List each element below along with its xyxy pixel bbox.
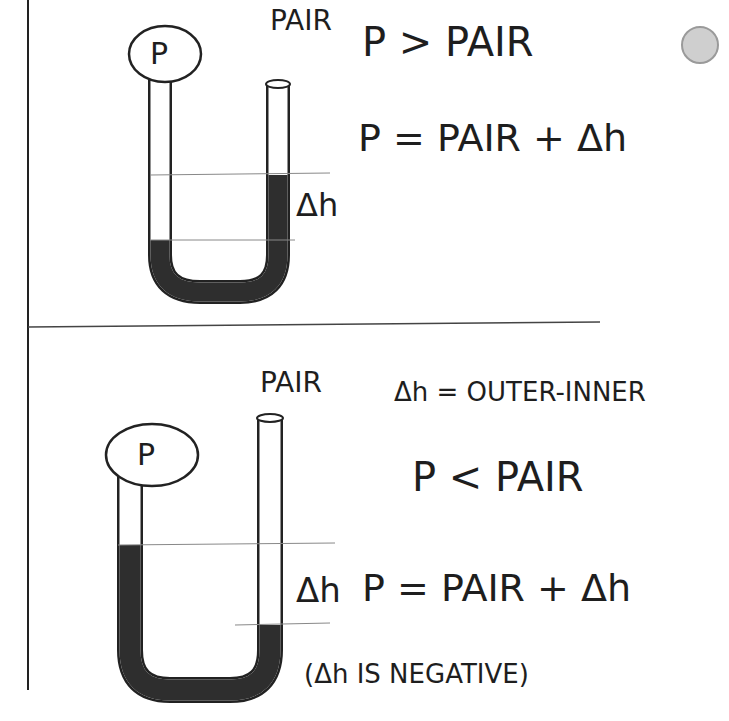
margin-line <box>27 0 29 690</box>
tube-open-end <box>266 80 290 88</box>
tube-inside <box>130 414 270 690</box>
equation-label: Δh <box>296 188 338 223</box>
bulb-ellipse <box>106 424 198 486</box>
tube-wall <box>160 70 278 292</box>
equation-label: PAIR <box>260 368 322 399</box>
equation-label: P > PAIR <box>362 20 534 64</box>
tube-open-end <box>257 414 283 422</box>
pressure-symbol: P <box>137 440 155 470</box>
pressure-bulb: P <box>127 24 203 84</box>
equation-label: P = PAIR + Δh <box>362 568 631 610</box>
pressure-bulb: P <box>104 422 200 488</box>
manometer-fluid <box>160 175 278 292</box>
level-line <box>150 240 295 241</box>
level-line <box>118 543 335 545</box>
gray-dot <box>682 27 718 63</box>
pressure-symbol: P <box>150 39 168 69</box>
level-line <box>150 173 330 175</box>
equation-label: P < PAIR <box>412 455 584 499</box>
bulb-ellipse <box>129 26 201 82</box>
tube-wall <box>130 420 270 690</box>
manometer-fluid <box>130 545 270 690</box>
equation-label: Δh = OUTER-INNER <box>394 378 646 407</box>
equation-label: (Δh IS NEGATIVE) <box>304 660 529 689</box>
tube-inside <box>160 70 278 292</box>
level-line <box>235 623 330 625</box>
equation-label: Δh <box>296 572 341 609</box>
divider-line <box>28 322 600 327</box>
equation-label: PAIR <box>270 6 332 37</box>
equation-label: P = PAIR + Δh <box>358 118 627 160</box>
